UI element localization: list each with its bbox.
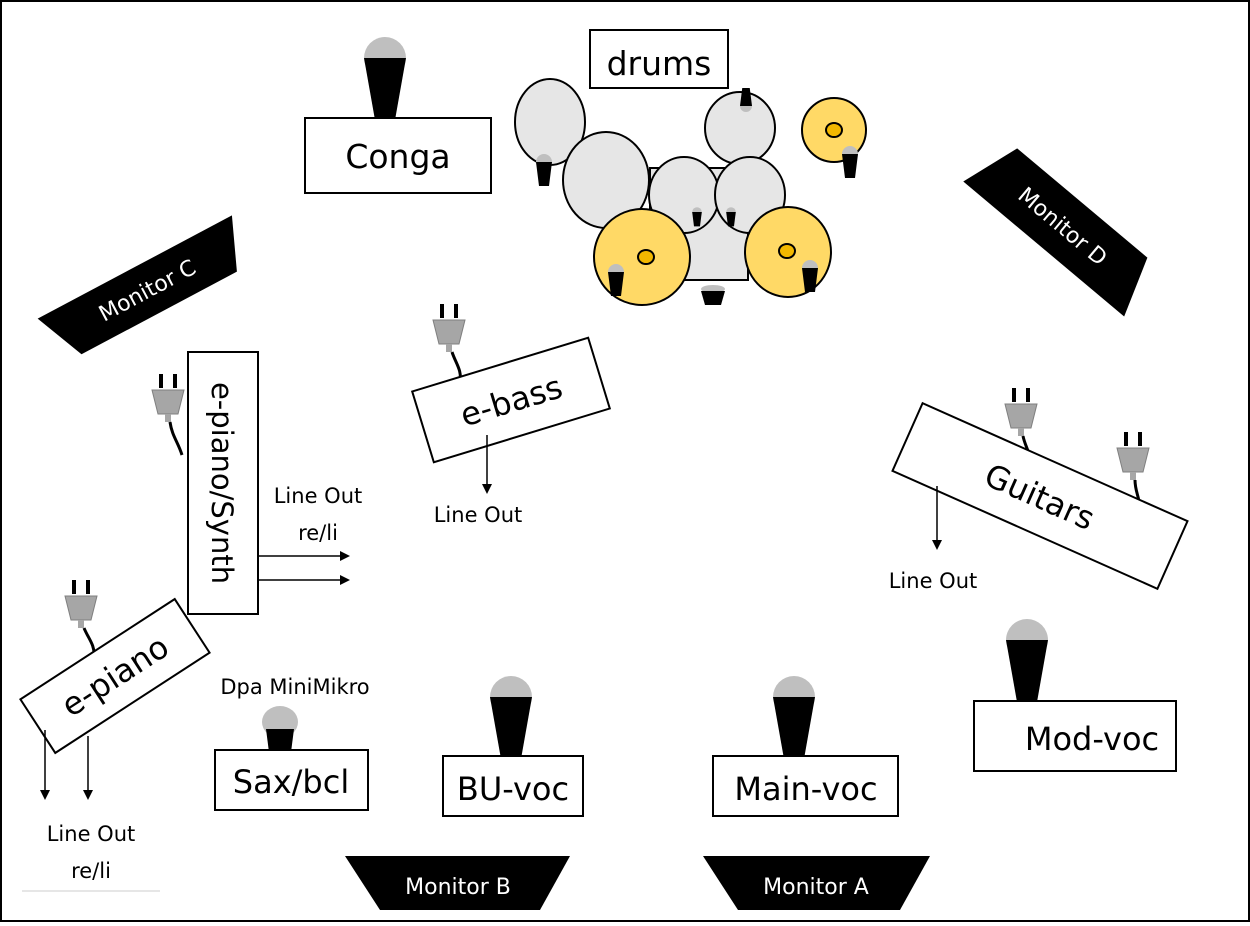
drum-mic-1 [536, 154, 552, 186]
mod-voc-mic [1006, 619, 1048, 702]
mod-voc-box [973, 700, 1177, 772]
tom-2 [704, 91, 776, 165]
bu-voc-label: BU-voc [457, 770, 569, 808]
conga-box [304, 117, 492, 194]
drum-mic-6 [726, 207, 736, 227]
drum-mic-3 [608, 264, 624, 296]
monitor-a-label: Monitor A [763, 875, 869, 900]
drum-mic-4 [802, 260, 818, 292]
e-piano: e-piano Line Out re/li [19, 579, 211, 892]
bu-voc-box [442, 755, 584, 817]
drum-mic-5 [692, 207, 702, 227]
monitor-b: Monitor B [345, 856, 570, 910]
monitor-c: Monitor C [37, 215, 237, 355]
drums-label: drums [607, 44, 712, 83]
conga-label: Conga [345, 137, 450, 176]
guitars: Guitars Line Out [889, 387, 1189, 593]
kick-mic [701, 285, 725, 305]
sax-box [214, 749, 369, 811]
e-bass-out-label: Line Out [434, 503, 523, 527]
monitor-a: Monitor A [703, 856, 930, 910]
e-piano-out-label-2: re/li [71, 859, 111, 883]
conga: Conga [304, 37, 492, 194]
mod-voc: Mod-voc [973, 619, 1177, 772]
cymbal-3-bell [778, 243, 796, 259]
sax: Dpa MiniMikro Sax/bcl [214, 675, 370, 811]
epiano-synth-out-label-1: Line Out [274, 484, 363, 508]
e-piano-box [19, 597, 211, 755]
main-voc-mic [773, 676, 815, 759]
epiano-synth: e-piano/Synth Line Out re/li [151, 351, 363, 615]
dpa-label: Dpa MiniMikro [220, 675, 369, 699]
e-piano-out-label-1: Line Out [47, 822, 136, 846]
monitor-d: Monitor D [963, 148, 1148, 317]
main-voc-label: Main-voc [734, 770, 877, 808]
e-bass: e-bass Line Out [410, 303, 612, 527]
main-voc: Main-voc [712, 676, 899, 817]
mod-voc-label: Mod-voc [1025, 720, 1159, 758]
epiano-synth-label: e-piano/Synth [205, 382, 239, 584]
epiano-synth-out-label-2: re/li [298, 521, 338, 545]
monitor-b-label: Monitor B [405, 875, 511, 900]
bu-voc: BU-voc [442, 676, 584, 817]
guitars-out-label: Line Out [889, 569, 978, 593]
e-bass-plug-icon [432, 303, 466, 353]
cymbal-2-bell [637, 249, 655, 265]
guitars-box [891, 401, 1189, 591]
drum-kit: drums [514, 29, 867, 306]
drums-label-box [589, 29, 729, 89]
e-piano-plug-icon [64, 579, 98, 629]
cymbal-1-bell [825, 122, 843, 138]
guitars-plug-icon-2 [1116, 431, 1150, 481]
sax-label: Sax/bcl [233, 763, 349, 801]
epiano-synth-box [187, 351, 259, 615]
epiano-synth-plug-icon [151, 373, 185, 423]
bu-voc-mic [490, 676, 532, 759]
drum-mic-2 [842, 146, 858, 178]
main-voc-box [712, 755, 899, 817]
e-bass-box [410, 336, 612, 464]
conga-mic [364, 37, 406, 120]
guitars-plug-icon-1 [1004, 387, 1038, 437]
